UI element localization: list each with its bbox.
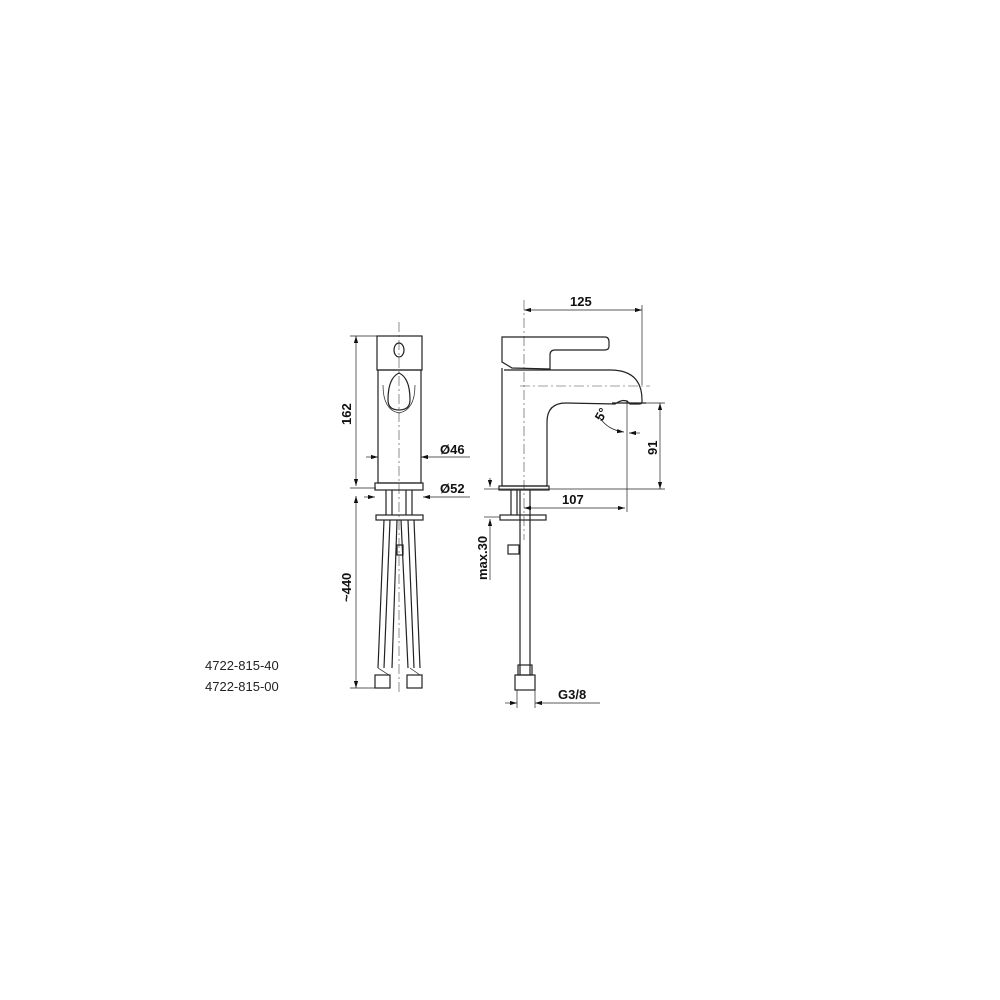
product-code-1: 4722-815-40	[205, 658, 279, 673]
dim-125: 125	[570, 294, 592, 309]
side-view	[484, 300, 665, 708]
product-code-2: 4722-815-00	[205, 679, 279, 694]
dim-thread-g38: G3/8	[558, 687, 586, 702]
dim-91: 91	[645, 441, 660, 455]
dim-angle-5: 5°	[592, 405, 611, 423]
front-view	[350, 322, 470, 695]
dim-diameter-46: Ø46	[440, 442, 465, 457]
dim-162: 162	[339, 403, 354, 425]
dim-107: 107	[562, 492, 584, 507]
dim-440: ~440	[339, 573, 354, 602]
dim-diameter-52: Ø52	[440, 481, 465, 496]
dim-max-30: max.30	[475, 536, 490, 580]
